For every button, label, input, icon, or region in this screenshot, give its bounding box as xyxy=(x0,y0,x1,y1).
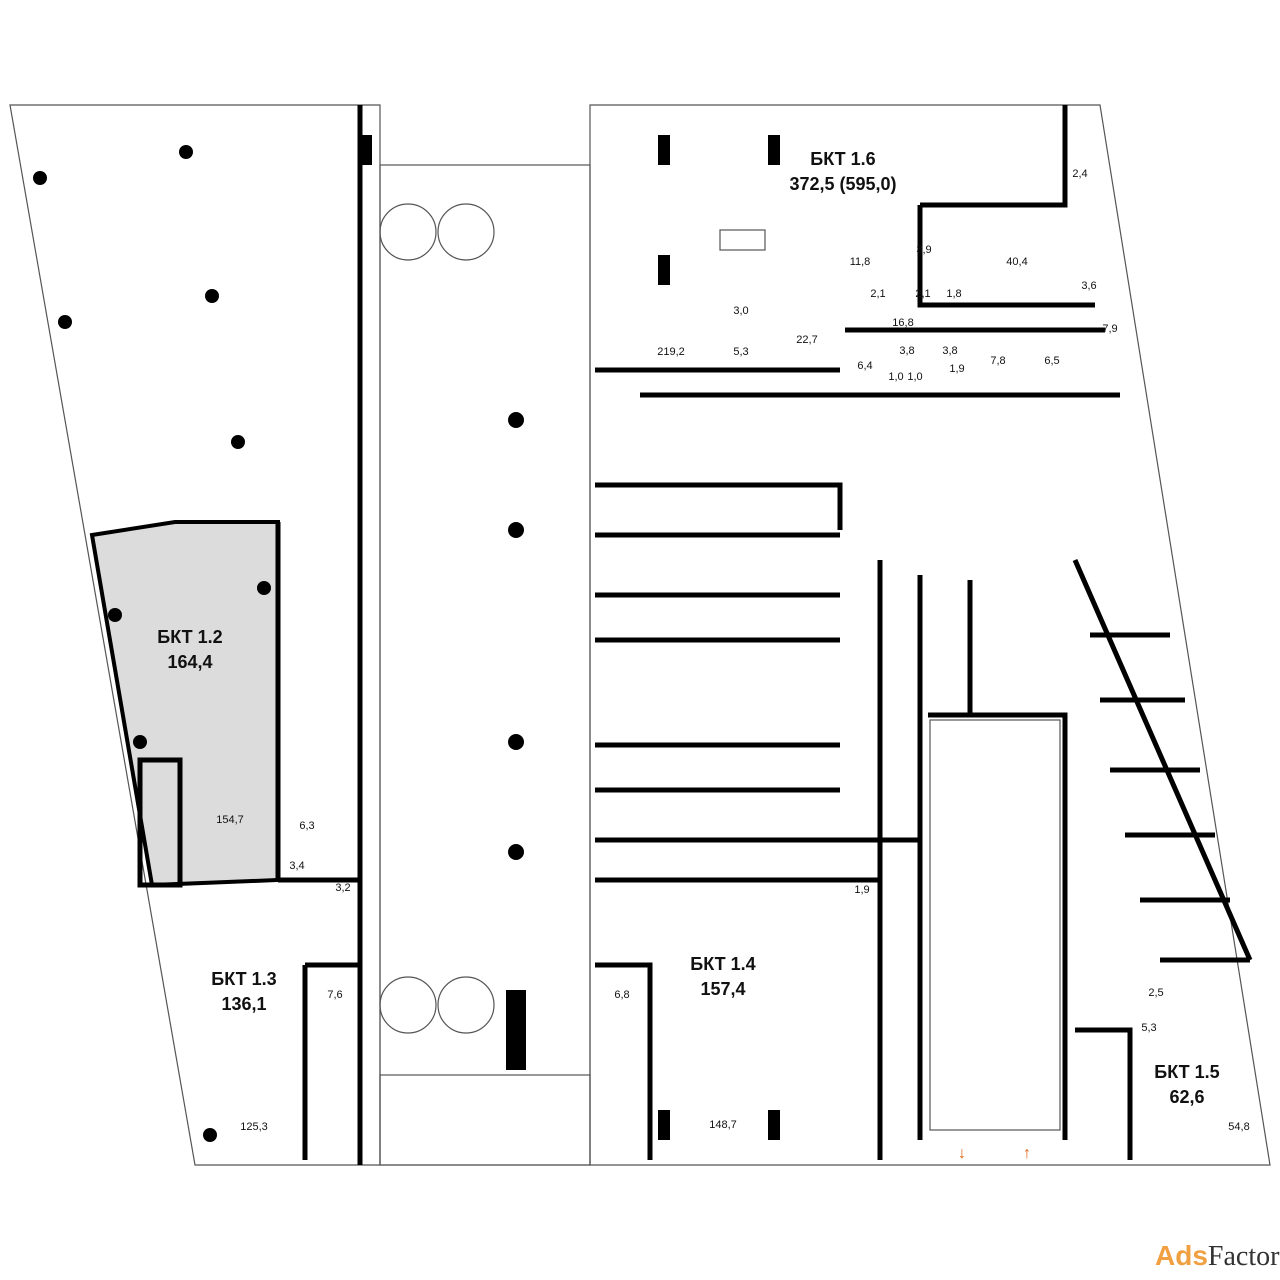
room-area: 3,0 xyxy=(733,305,748,317)
room-area: 3,4 xyxy=(289,860,304,872)
watermark-part1: Ads xyxy=(1155,1240,1208,1271)
room-area: 1,9 xyxy=(949,363,964,375)
room-area: 3,9 xyxy=(916,244,931,256)
unit-1-6-label: БКТ 1.6 372,5 (595,0) xyxy=(789,149,896,194)
room-area: 2,1 xyxy=(870,288,885,300)
walls xyxy=(137,105,1253,1166)
room-area: 2,5 xyxy=(1148,987,1163,999)
room-area: 16,8 xyxy=(892,317,913,329)
room-area: 1,9 xyxy=(854,884,869,896)
room-area: 154,7 xyxy=(216,814,244,826)
room-area: 148,7 xyxy=(709,1119,737,1131)
room-areas: 2,4 11,8 3,9 40,4 2,1 2,1 1,8 3,6 3,0 16… xyxy=(216,168,1249,1133)
unit-area: 62,6 xyxy=(1169,1087,1204,1107)
escalator-circle xyxy=(437,203,495,261)
watermark-logo: AdsFactory xyxy=(1155,1240,1280,1273)
watermark-part2: Factory xyxy=(1207,1241,1280,1272)
room-area: 2,4 xyxy=(1072,168,1087,180)
unit-area: 164,4 xyxy=(167,652,212,672)
room-area: 219,2 xyxy=(657,346,685,358)
room-area: 5,3 xyxy=(1141,1022,1156,1034)
room-area: 6,3 xyxy=(299,820,314,832)
room-area: 7,9 xyxy=(1102,323,1117,335)
room-area: 1,8 xyxy=(946,288,961,300)
room-area: 125,3 xyxy=(240,1121,268,1133)
room-area: 3,6 xyxy=(1081,280,1096,292)
room-area: 1,0 xyxy=(907,371,922,383)
room-area: 22,7 xyxy=(796,334,817,346)
unit-1-3-label: БКТ 1.3 136,1 xyxy=(211,969,276,1014)
room-area: 1,0 xyxy=(888,371,903,383)
room-area: 2,1 xyxy=(915,288,930,300)
unit-name: БКТ 1.3 xyxy=(211,969,276,989)
unit-1-2-area[interactable] xyxy=(89,520,280,888)
columns xyxy=(33,135,780,1142)
room-area: 6,8 xyxy=(614,989,629,1001)
room-area: 6,4 xyxy=(857,360,872,372)
unit-area: 372,5 (595,0) xyxy=(789,174,896,194)
room-area: 3,8 xyxy=(899,345,914,357)
unit-name: БКТ 1.6 xyxy=(810,149,875,169)
unit-name: БКТ 1.4 xyxy=(690,954,755,974)
escalator-circle xyxy=(379,203,437,261)
unit-area: 136,1 xyxy=(221,994,266,1014)
unit-area: 157,4 xyxy=(700,979,745,999)
unit-1-5-label: БКТ 1.5 62,6 xyxy=(1154,1062,1219,1107)
room-area: 40,4 xyxy=(1006,256,1027,268)
room-area: 3,2 xyxy=(335,882,350,894)
unit-name: БКТ 1.5 xyxy=(1154,1062,1219,1082)
unit-1-4-label: БКТ 1.4 157,4 xyxy=(690,954,755,999)
room-area: 54,8 xyxy=(1228,1121,1249,1133)
room-area: 11,8 xyxy=(850,256,871,268)
atrium xyxy=(379,164,591,1166)
escalator-circle xyxy=(379,976,437,1034)
room-area: 6,5 xyxy=(1044,355,1059,367)
room-area: 7,8 xyxy=(990,355,1005,367)
unit-name: БКТ 1.2 xyxy=(157,627,222,647)
arrow-down-icon: ↓ xyxy=(958,1145,966,1162)
room-area: 5,3 xyxy=(733,346,748,358)
escalator-circle xyxy=(437,976,495,1034)
arrow-up-icon: ↑ xyxy=(1023,1145,1031,1162)
unit-1-2-label: БКТ 1.2 164,4 xyxy=(157,627,222,672)
room-area: 3,8 xyxy=(942,345,957,357)
room-area: 7,6 xyxy=(327,989,342,1001)
